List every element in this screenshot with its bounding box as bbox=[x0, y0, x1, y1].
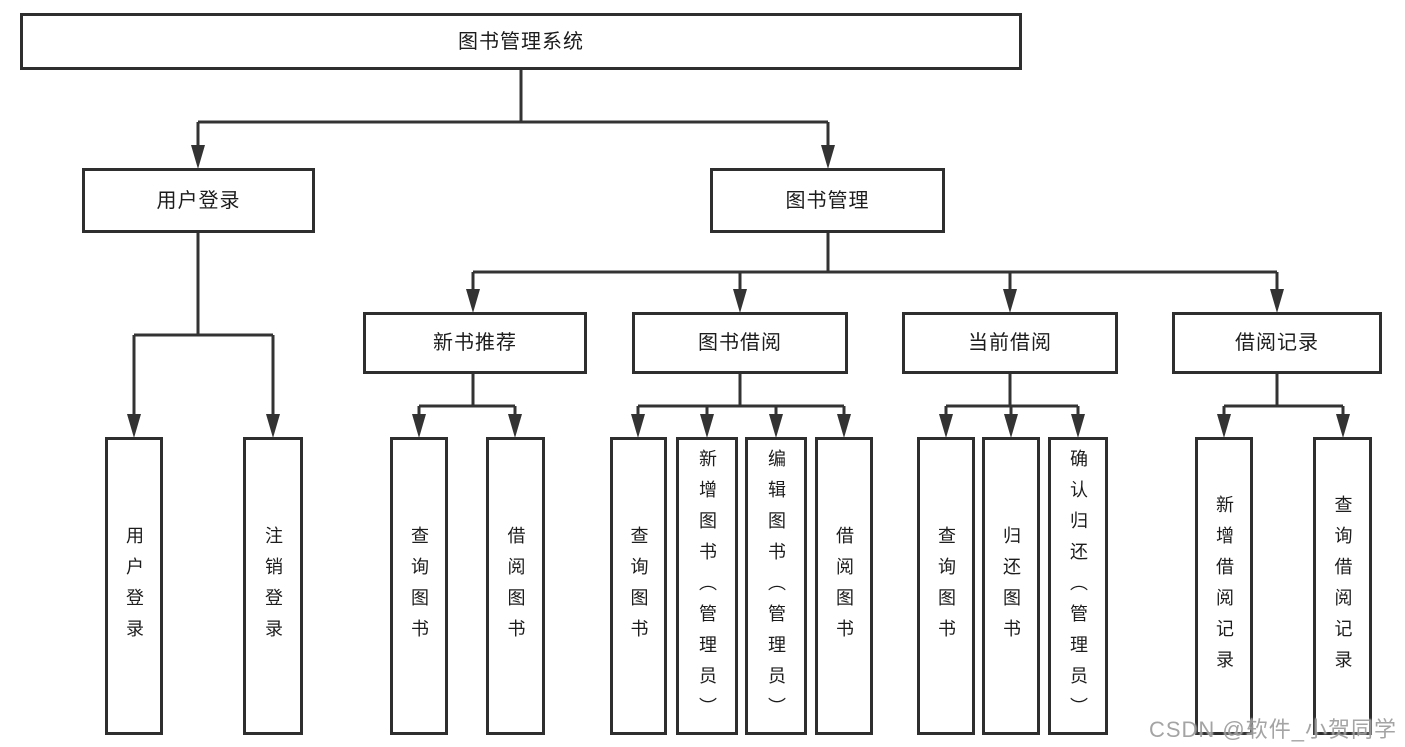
arrow-down-icon bbox=[1071, 414, 1085, 438]
node-leaf-add-books-admin: 新增图书（管理员） bbox=[676, 437, 738, 735]
node-leaf-add-borrow-record: 新增借阅记录 bbox=[1195, 437, 1253, 735]
connector-book-management-split bbox=[471, 233, 1279, 295]
connector-current-borrow-split bbox=[944, 374, 1080, 420]
node-leaf-borrow-books: 借阅图书 bbox=[815, 437, 873, 735]
node-leaf-query-borrow-record: 查询借阅记录 bbox=[1313, 437, 1372, 735]
connector-user-login-split bbox=[132, 233, 275, 420]
node-leaf-confirm-return-admin: 确认归还（管理员） bbox=[1048, 437, 1108, 735]
arrow-down-icon bbox=[733, 289, 747, 313]
node-leaf-query-books-recommend: 查询图书 bbox=[390, 437, 448, 735]
node-current-borrowing: 当前借阅 bbox=[902, 312, 1118, 374]
arrow-down-icon bbox=[631, 414, 645, 438]
arrow-down-icon bbox=[466, 289, 480, 313]
arrow-down-icon bbox=[939, 414, 953, 438]
node-book-management: 图书管理 bbox=[710, 168, 945, 233]
csdn-watermark: CSDN @软件_小贺同学 bbox=[1148, 717, 1397, 742]
node-new-book-recommend: 新书推荐 bbox=[363, 312, 587, 374]
arrow-down-icon bbox=[508, 414, 522, 438]
connector-book-borrow-split bbox=[636, 374, 846, 420]
connector-borrow-record-split bbox=[1222, 374, 1345, 420]
node-borrowing-records: 借阅记录 bbox=[1172, 312, 1382, 374]
arrow-down-icon bbox=[127, 414, 141, 438]
node-leaf-user-login: 用户登录 bbox=[105, 437, 163, 735]
node-library-management-system: 图书管理系统 bbox=[20, 13, 1022, 70]
arrow-down-icon bbox=[1336, 414, 1350, 438]
arrow-down-icon bbox=[1004, 414, 1018, 438]
node-leaf-query-books-current: 查询图书 bbox=[917, 437, 975, 735]
node-book-borrowing: 图书借阅 bbox=[632, 312, 848, 374]
node-leaf-borrow-books-recommend: 借阅图书 bbox=[486, 437, 545, 735]
arrow-down-icon bbox=[1217, 414, 1231, 438]
arrow-down-icon bbox=[412, 414, 426, 438]
node-leaf-return-books: 归还图书 bbox=[982, 437, 1040, 735]
arrow-down-icon bbox=[769, 414, 783, 438]
arrow-down-icon bbox=[191, 145, 205, 169]
arrow-down-icon bbox=[700, 414, 714, 438]
arrow-down-icon bbox=[821, 145, 835, 169]
connector-root-split bbox=[196, 70, 830, 150]
arrow-down-icon bbox=[266, 414, 280, 438]
node-leaf-logout: 注销登录 bbox=[243, 437, 303, 735]
node-user-login: 用户登录 bbox=[82, 168, 315, 233]
node-leaf-query-books-borrow: 查询图书 bbox=[610, 437, 667, 735]
connector-new-book-split bbox=[417, 374, 517, 420]
arrow-down-icon bbox=[1270, 289, 1284, 313]
arrow-down-icon bbox=[837, 414, 851, 438]
arrow-down-icon bbox=[1003, 289, 1017, 313]
node-leaf-edit-books-admin: 编辑图书（管理员） bbox=[745, 437, 807, 735]
arrowhead-icons bbox=[127, 145, 1350, 438]
